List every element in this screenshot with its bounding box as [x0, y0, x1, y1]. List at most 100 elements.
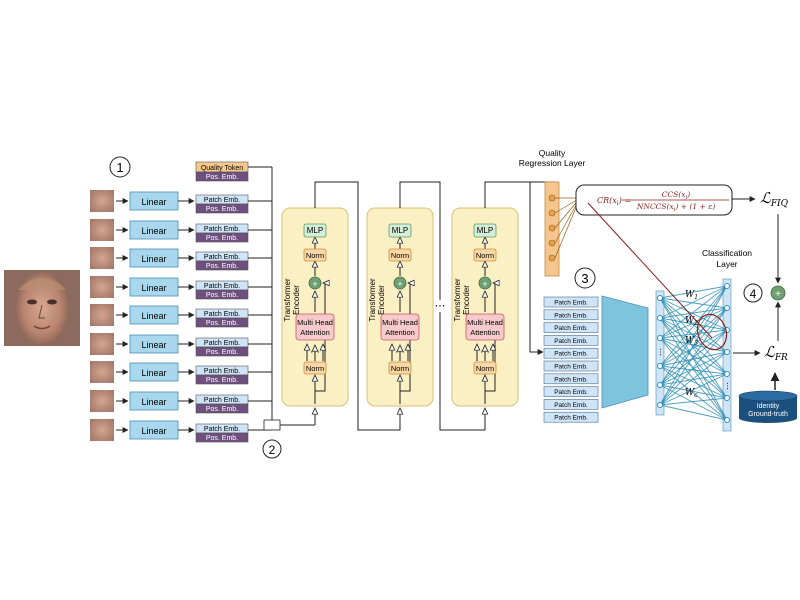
quality-token: Quality Token Pos. Emb. [195, 161, 249, 182]
linear-label: Linear [141, 226, 166, 236]
classification-layer-label: Classification Layer [702, 248, 752, 269]
position-embedding [195, 317, 249, 328]
step-marker-4: 4 [743, 283, 763, 303]
face-patch-image [90, 276, 114, 298]
output-patch-label: Patch Emb. [554, 364, 588, 371]
svg-text:MLP: MLP [392, 226, 408, 235]
svg-text:+: + [482, 279, 487, 289]
pos-emb-label: Pos. Emb. [206, 406, 238, 413]
position-embedding [195, 403, 249, 414]
output-patch-embedding [543, 399, 599, 410]
linear-label: Linear [141, 197, 166, 207]
feature-layer [655, 290, 665, 416]
qr-node [548, 239, 556, 247]
output-patch-label: Patch Emb. [554, 415, 588, 422]
pos-emb-label: Pos. Emb. [206, 349, 238, 356]
patch-emb-label: Patch Emb. [204, 226, 240, 233]
qr-node [548, 209, 556, 217]
encoder-title: TransformerEncoder [283, 278, 301, 322]
svg-text:2: 2 [269, 443, 276, 457]
norm-block [303, 361, 327, 375]
feature-projection-trapezoid [601, 295, 649, 409]
weight-labels: W1 W2 W3 Wc [685, 290, 698, 399]
pos-emb-label: Pos. Emb. [206, 263, 238, 270]
mlp-block [303, 223, 327, 238]
residual-add-icon [393, 276, 407, 290]
svg-text:MLP: MLP [307, 226, 323, 235]
norm-block [388, 361, 412, 375]
svg-text:W3: W3 [685, 336, 698, 347]
svg-text:Identity: Identity [757, 403, 780, 410]
svg-text:Attention: Attention [470, 328, 500, 337]
svg-text:Pos. Emb.: Pos. Emb. [206, 174, 238, 181]
output-patch-label: Patch Emb. [554, 312, 588, 319]
output-patch-embedding [543, 411, 599, 423]
svg-text:Norm: Norm [306, 251, 324, 260]
svg-text:Ground-truth: Ground-truth [748, 411, 788, 418]
svg-text:⋯: ⋯ [395, 347, 405, 358]
class-node [724, 283, 730, 289]
feature-node [657, 402, 663, 408]
linear-label: Linear [141, 368, 166, 378]
svg-text:Norm: Norm [476, 364, 494, 373]
face-patch-image [90, 333, 114, 355]
norm-block [473, 361, 497, 375]
token-collector [248, 166, 315, 431]
patch-emb-label: Patch Emb. [204, 340, 240, 347]
step-marker-3: 3 [574, 267, 596, 289]
linear-label: Linear [141, 426, 166, 436]
output-patch-embedding [543, 309, 599, 321]
identity-ground-truth-database: Identity Ground-truth [738, 372, 798, 423]
linear-label: Linear [141, 397, 166, 407]
svg-text:+: + [312, 279, 317, 289]
patch-emb-label: Patch Emb. [204, 197, 240, 204]
svg-text:Quality: Quality [539, 148, 566, 158]
norm-block [388, 248, 412, 262]
svg-text:3: 3 [581, 271, 588, 286]
class-node [724, 395, 730, 401]
class-node [724, 417, 730, 423]
feature-node [657, 363, 663, 369]
face-patch-image [90, 219, 114, 241]
pos-emb-label: Pos. Emb. [206, 320, 238, 327]
svg-text:⋯: ⋯ [480, 347, 490, 358]
linear-label: Linear [141, 254, 166, 264]
svg-text:Layer: Layer [716, 259, 737, 269]
svg-text:Attention: Attention [300, 328, 330, 337]
mlp-block [388, 223, 412, 238]
patch-row: Linear Patch Emb. Pos. Emb. [90, 219, 272, 243]
svg-text:Norm: Norm [476, 251, 494, 260]
qr-node [548, 254, 556, 262]
face-patch-image [90, 304, 114, 326]
pos-emb-label: Pos. Emb. [206, 377, 238, 384]
loss-combination: + [770, 214, 786, 341]
pos-emb-label: Pos. Emb. [206, 292, 238, 299]
feature-node [657, 382, 663, 388]
output-patch-embedding [543, 347, 599, 359]
residual-add-icon [478, 276, 492, 290]
concat-box [263, 419, 281, 431]
svg-text:Multi Head: Multi Head [297, 318, 333, 327]
patch-emb-label: Patch Emb. [204, 426, 240, 433]
patch-emb-label: Patch Emb. [204, 254, 240, 261]
pos-emb-label: Pos. Emb. [206, 235, 238, 242]
face-patch-image [90, 190, 114, 212]
cr-formula-numerator: CCS(xi) [662, 190, 691, 201]
norm-block [303, 248, 327, 262]
multi-head-attention-block [380, 313, 420, 341]
output-patch-embedding [543, 335, 599, 346]
linear-label: Linear [141, 311, 166, 321]
transformer-encoder: TransformerEncoder MLP Norm + Multi HeadAtte… [281, 207, 349, 407]
svg-text:4: 4 [750, 287, 757, 301]
position-embedding [195, 432, 249, 443]
face-patch-image [90, 247, 114, 269]
